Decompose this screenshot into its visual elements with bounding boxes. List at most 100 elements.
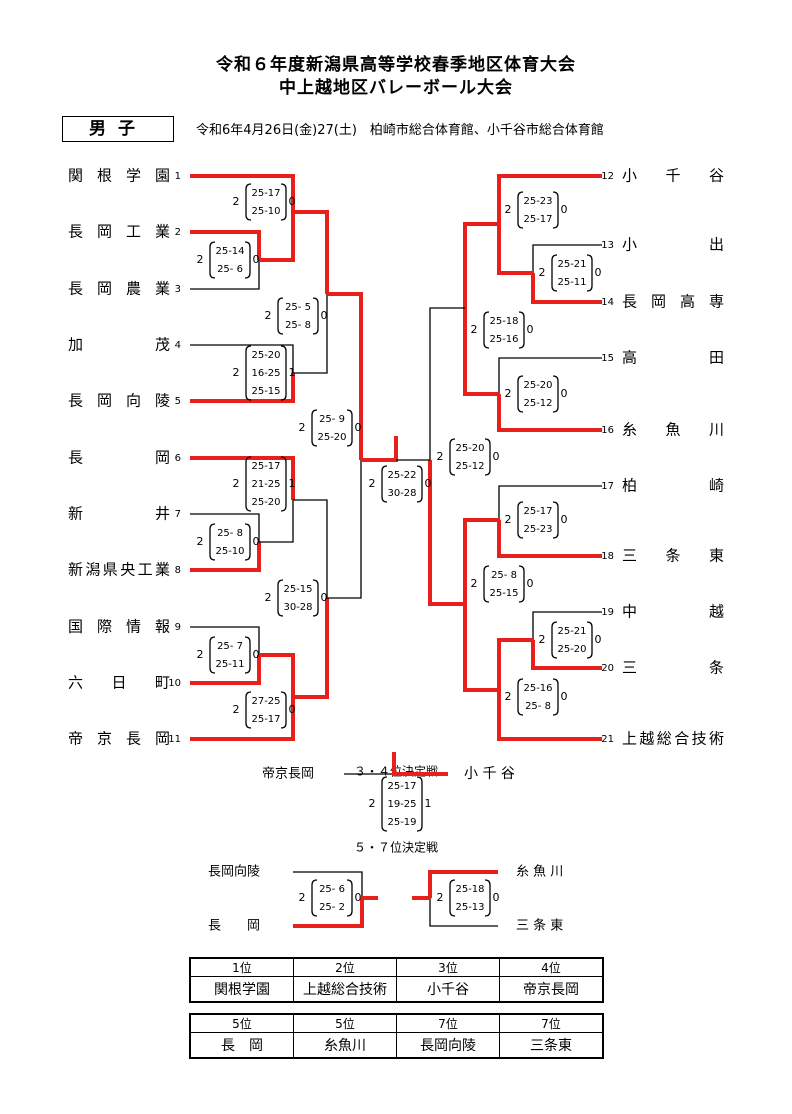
third-place-right-team: 小 千 谷	[464, 766, 515, 782]
team-name-right: 上越総合技術	[622, 730, 724, 748]
set-score: 25-20	[251, 350, 280, 361]
score-bracket-left	[551, 254, 558, 292]
score-sets-lost: 0	[321, 591, 328, 604]
bracket-line-13v14	[497, 224, 533, 275]
title-line-1: 令和６年度新潟県高等学校春季地区体育大会	[216, 55, 576, 75]
team-number-left: 9	[175, 622, 181, 633]
bracket-line-13	[532, 244, 602, 273]
ranking-table-bottom: 5位 5位 7位 7位 長 岡 糸魚川 長岡向陵 三条東	[189, 1013, 604, 1059]
bracket-line-qf-r1	[429, 307, 465, 460]
set-score: 21-25	[251, 479, 280, 490]
rank-header: 5位	[189, 1013, 294, 1033]
team-name-left: 新潟県央工業	[68, 561, 170, 579]
score-sets-won: 2	[197, 648, 204, 661]
fifth-right-line-bottom	[429, 898, 498, 927]
bracket-line-3	[190, 260, 260, 290]
score-bracket-left	[517, 375, 524, 413]
bracket-line-19	[532, 611, 602, 640]
team-number-right: 14	[601, 297, 614, 308]
team-number-left: 2	[175, 227, 181, 238]
rank-header: 7位	[499, 1013, 604, 1033]
bracket-line-15v16	[463, 308, 499, 396]
team-name-left: 新井	[68, 505, 170, 523]
score-sets-lost: 0	[561, 513, 568, 526]
team-number-left: 10	[168, 678, 181, 689]
score-bracket-left	[449, 879, 456, 917]
team-number-left: 7	[175, 509, 181, 520]
score-bracket-left	[517, 501, 524, 539]
bracket-line-18	[497, 520, 602, 558]
score-bracket-right	[552, 191, 559, 229]
dates-venue: 令和6年4月26日(金)27(土) 柏崎市総合体育館、小千谷市総合体育館	[196, 123, 604, 138]
score-bracket-left	[311, 409, 318, 447]
score-bracket-left	[517, 678, 524, 716]
bracket-line-12v14	[463, 222, 499, 308]
set-score: 25- 7	[217, 641, 243, 652]
team-name-left: 長岡	[68, 449, 170, 467]
bracket-line-11	[190, 697, 295, 741]
fifth-left-line-top	[293, 871, 363, 898]
third-place-line-right	[392, 752, 448, 776]
set-score: 30-28	[283, 602, 312, 613]
score-bracket-right	[518, 311, 525, 349]
score-sets-lost: 0	[595, 266, 602, 279]
team-number-right: 20	[601, 663, 614, 674]
score-bracket-left	[209, 523, 216, 561]
set-score: 25-22	[387, 470, 416, 481]
set-score: 25-21	[557, 626, 586, 637]
score-sets-won: 2	[233, 366, 240, 379]
score-bracket-left	[245, 456, 252, 512]
set-score: 25-17	[387, 781, 416, 792]
rank-team: 三条東	[499, 1032, 604, 1059]
set-score: 25- 8	[525, 701, 551, 712]
fifth-right-bottom: 三 条 東	[516, 918, 563, 934]
set-score: 27-25	[251, 696, 280, 707]
score-sets-won: 2	[299, 421, 306, 434]
score-bracket-right	[346, 879, 353, 917]
team-number-right: 12	[601, 171, 614, 182]
set-score: 25-11	[557, 277, 586, 288]
team-number-right: 16	[601, 425, 614, 436]
score-bracket-left	[245, 691, 252, 729]
fifth-right-top: 糸 魚 川	[516, 865, 563, 880]
rank-team: 糸魚川	[293, 1032, 397, 1059]
score-sets-won: 2	[197, 535, 204, 548]
score-sets-lost: 0	[595, 633, 602, 646]
score-sets-lost: 0	[561, 690, 568, 703]
score-sets-won: 2	[299, 891, 306, 904]
bracket-line-qf-l2	[327, 460, 362, 599]
rank-team: 長岡向陵	[396, 1032, 500, 1059]
team-number-right: 17	[601, 481, 614, 492]
score-sets-won: 2	[265, 309, 272, 322]
set-score: 25-13	[455, 902, 484, 913]
set-score: 30-28	[387, 488, 416, 499]
score-sets-won: 2	[505, 387, 512, 400]
score-bracket-left	[277, 579, 284, 617]
bracket-line-4	[190, 344, 294, 373]
rank-team: 長 岡	[189, 1032, 294, 1059]
set-score: 25- 8	[491, 570, 517, 581]
score-bracket-left	[381, 776, 388, 832]
set-score: 25-16	[523, 683, 552, 694]
set-score: 25-17	[523, 506, 552, 517]
rank-header: 3位	[396, 957, 500, 977]
score-sets-lost: 0	[493, 891, 500, 904]
score-bracket-left	[483, 565, 490, 603]
score-bracket-right	[346, 409, 353, 447]
score-sets-won: 2	[233, 703, 240, 716]
set-score: 25-18	[489, 316, 518, 327]
team-name-right: 小千谷	[622, 167, 724, 185]
score-sets-lost: 0	[561, 203, 568, 216]
score-bracket-right	[312, 579, 319, 617]
score-sets-won: 2	[197, 253, 204, 266]
score-bracket-right	[416, 776, 423, 832]
team-name-left: 関根学園	[68, 167, 170, 185]
team-name-right: 三条東	[622, 547, 724, 565]
set-score: 25- 9	[319, 414, 345, 425]
set-score: 25-11	[215, 659, 244, 670]
bracket-line-final-l	[361, 436, 398, 462]
team-name-left: 六日町	[68, 674, 170, 692]
score-sets-lost: 1	[425, 797, 432, 810]
fifth-left-line-bottom	[293, 898, 364, 928]
